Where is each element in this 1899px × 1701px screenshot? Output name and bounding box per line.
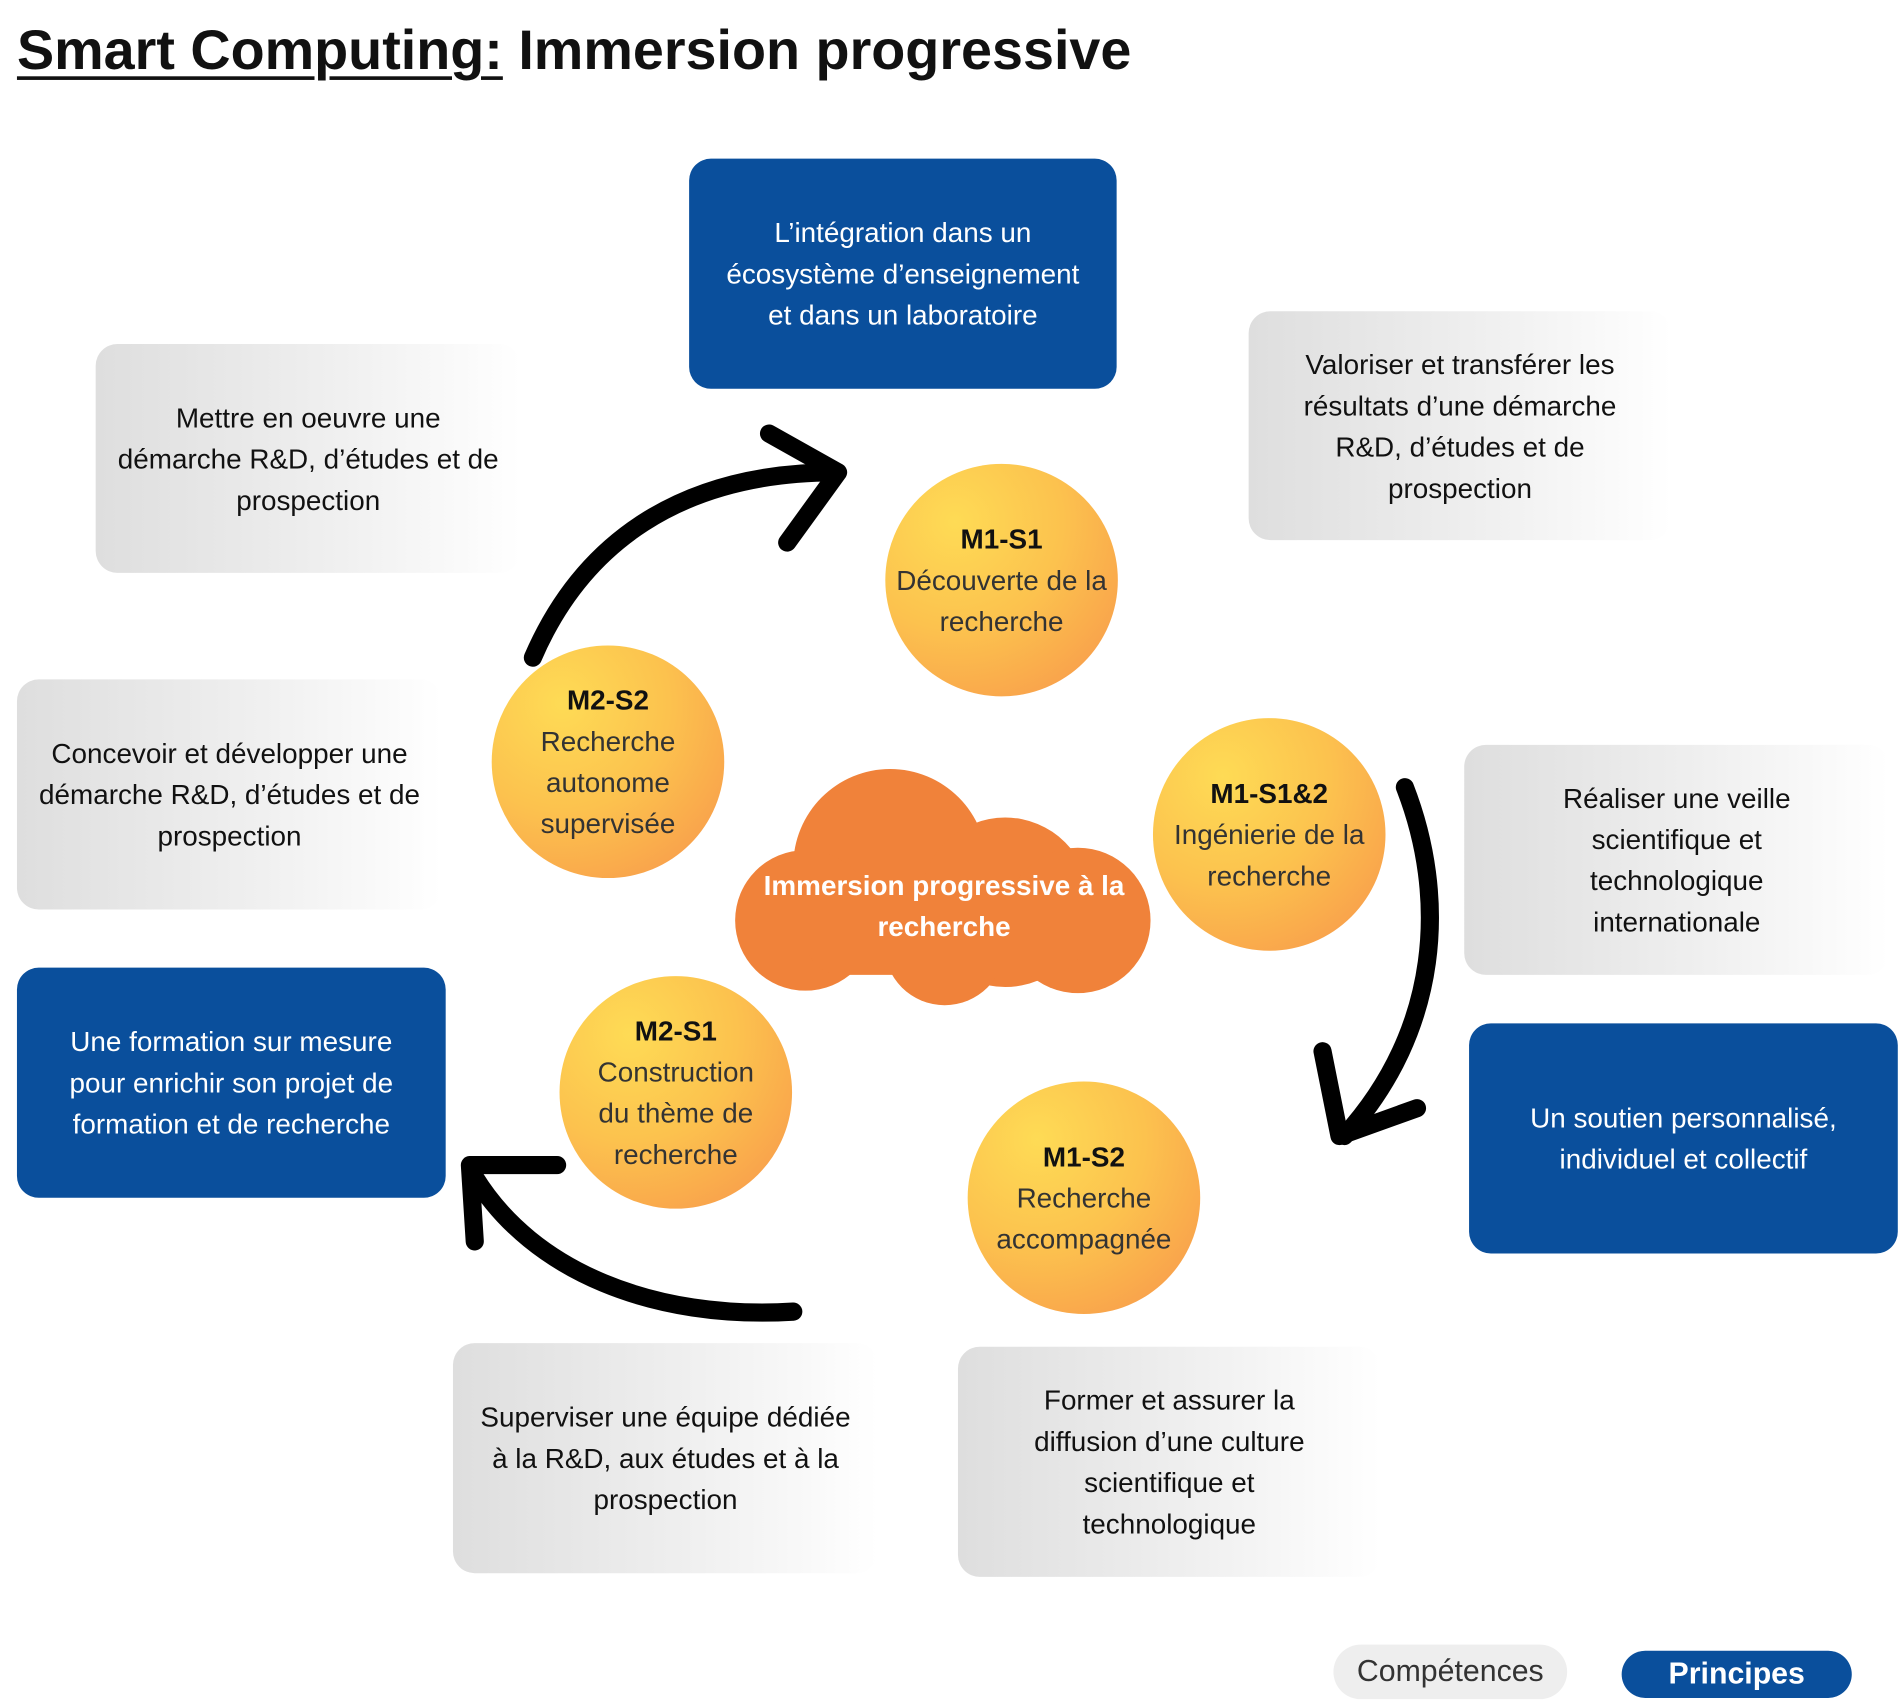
stage-label: Construction du thème de recherche [597, 1056, 754, 1170]
stage-label: Ingénierie de la recherche [1173, 818, 1365, 892]
stage-code: M1-S1&2 [1210, 777, 1329, 810]
stage-code: M1-S2 [1042, 1140, 1125, 1173]
arrow-bottom-left-head [460, 1155, 567, 1251]
competence-veille: Réaliser une veille scientifique et tech… [1464, 744, 1890, 975]
competence-mettre-en-oeuvre: Mettre en oeuvre une démarche R&D, d’étu… [95, 343, 521, 573]
title-underlined: Smart Computing: [16, 18, 503, 82]
arrow-right [1335, 778, 1439, 1146]
stage-code: M2-S2 [566, 684, 649, 716]
competence-former: Former et assurer la diffusion d’une cul… [957, 1346, 1381, 1577]
competence-concevoir: Concevoir et développer une démarche R&D… [16, 679, 443, 910]
title-rest: Immersion progressive [502, 18, 1132, 82]
stage-label: Recherche accompagnée [996, 1182, 1172, 1255]
arrow-bottom-left [465, 1168, 803, 1322]
center-cloud: Immersion progressive à la recherche [763, 868, 1125, 942]
page-title: Smart Computing: Immersion progressive [17, 17, 1131, 82]
principes-button[interactable]: Principes [1621, 1650, 1852, 1698]
principle-soutien: Un soutien personnalisé, individuel et c… [1469, 1023, 1898, 1254]
competence-valoriser: Valoriser et transférer les résultats d’… [1248, 311, 1672, 541]
stage-code: M1-S1 [960, 523, 1043, 555]
competences-button[interactable]: Compétences [1333, 1644, 1568, 1700]
arrow-right-head [1313, 1042, 1427, 1146]
arrow-top-left-head [759, 424, 848, 552]
stage-label: Découverte de la recherche [896, 564, 1107, 638]
stage-label: Recherche autonome supervisée [540, 725, 676, 840]
principle-formation: Une formation sur mesure pour enrichir s… [16, 967, 446, 1198]
principle-integration: L’intégration dans un écosystème d’ensei… [689, 158, 1117, 389]
stage-code: M2-S1 [634, 1014, 717, 1047]
arrow-top-left [523, 463, 845, 667]
competence-superviser: Superviser une équipe dédiée à la R&D, a… [452, 1343, 879, 1574]
